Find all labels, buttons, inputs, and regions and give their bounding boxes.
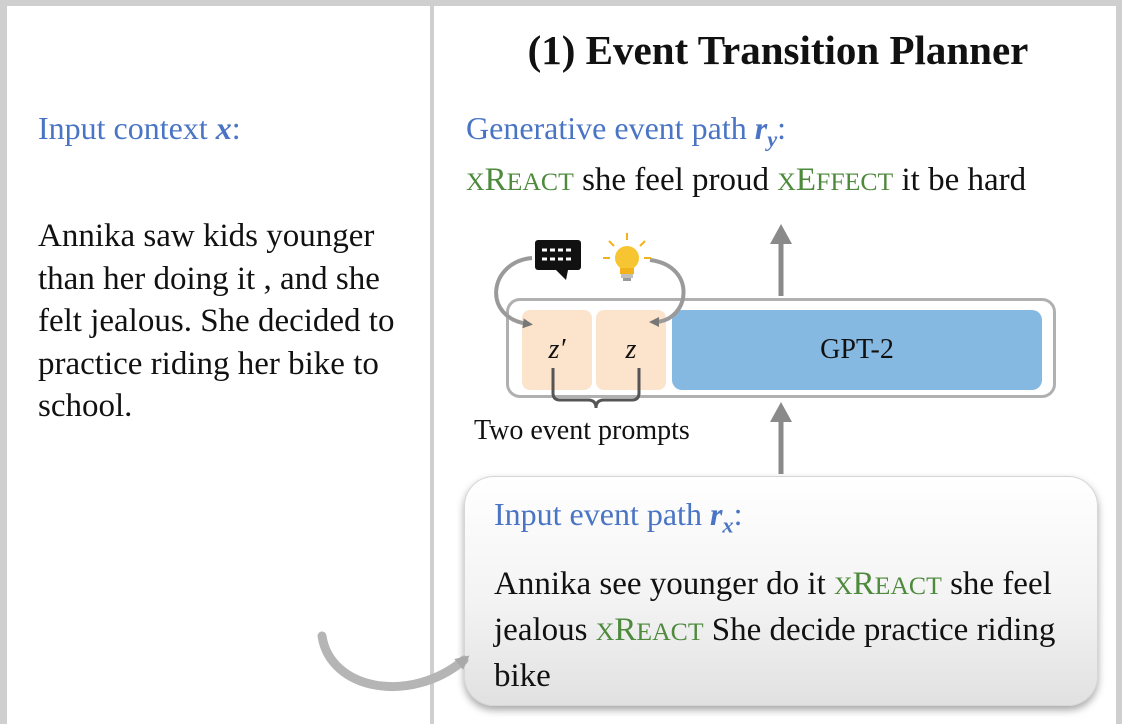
feedback-arrow-left (494, 256, 533, 329)
generative-path-text: XREACT she feel proud XEFFECT it be hard (466, 162, 1027, 198)
planner-title: (1) Event Transition Planner (527, 27, 1029, 73)
frame-right-border (1116, 0, 1122, 724)
relation-xeffect: XEFFECT (777, 162, 894, 198)
gpt2-block: GPT-2 (672, 310, 1042, 390)
input-event-path-label: Input event path rx: (494, 496, 743, 538)
arrow-up-input (770, 402, 792, 474)
speech-bubble-icon (535, 240, 581, 280)
feedback-arrow-right (649, 258, 686, 327)
event-prompt-z-prime: z′ (522, 310, 592, 390)
input-context-label: Input context x: (38, 110, 241, 146)
prompts-brace (551, 368, 641, 409)
generative-path-label: Generative event path ry: (466, 110, 787, 152)
two-event-prompts-label: Two event prompts (474, 415, 690, 446)
input-context-text: Annika saw kids younger than her doing i… (38, 218, 395, 424)
relation-xreact: XREACT (466, 162, 574, 198)
frame-left-border (0, 0, 7, 724)
context-to-input-arrow (317, 631, 470, 692)
relation-xreact: XREACT (834, 566, 942, 602)
frame-top-border (0, 0, 1122, 6)
input-event-path-box (464, 476, 1098, 706)
input-event-path-text: Annika see younger do it XREACT she feel… (494, 566, 1056, 694)
lightbulb-icon (603, 233, 651, 281)
panel-divider (430, 0, 434, 724)
model-container (506, 298, 1056, 398)
relation-xreact: XREACT (595, 612, 704, 648)
arrow-up-output (770, 224, 792, 296)
